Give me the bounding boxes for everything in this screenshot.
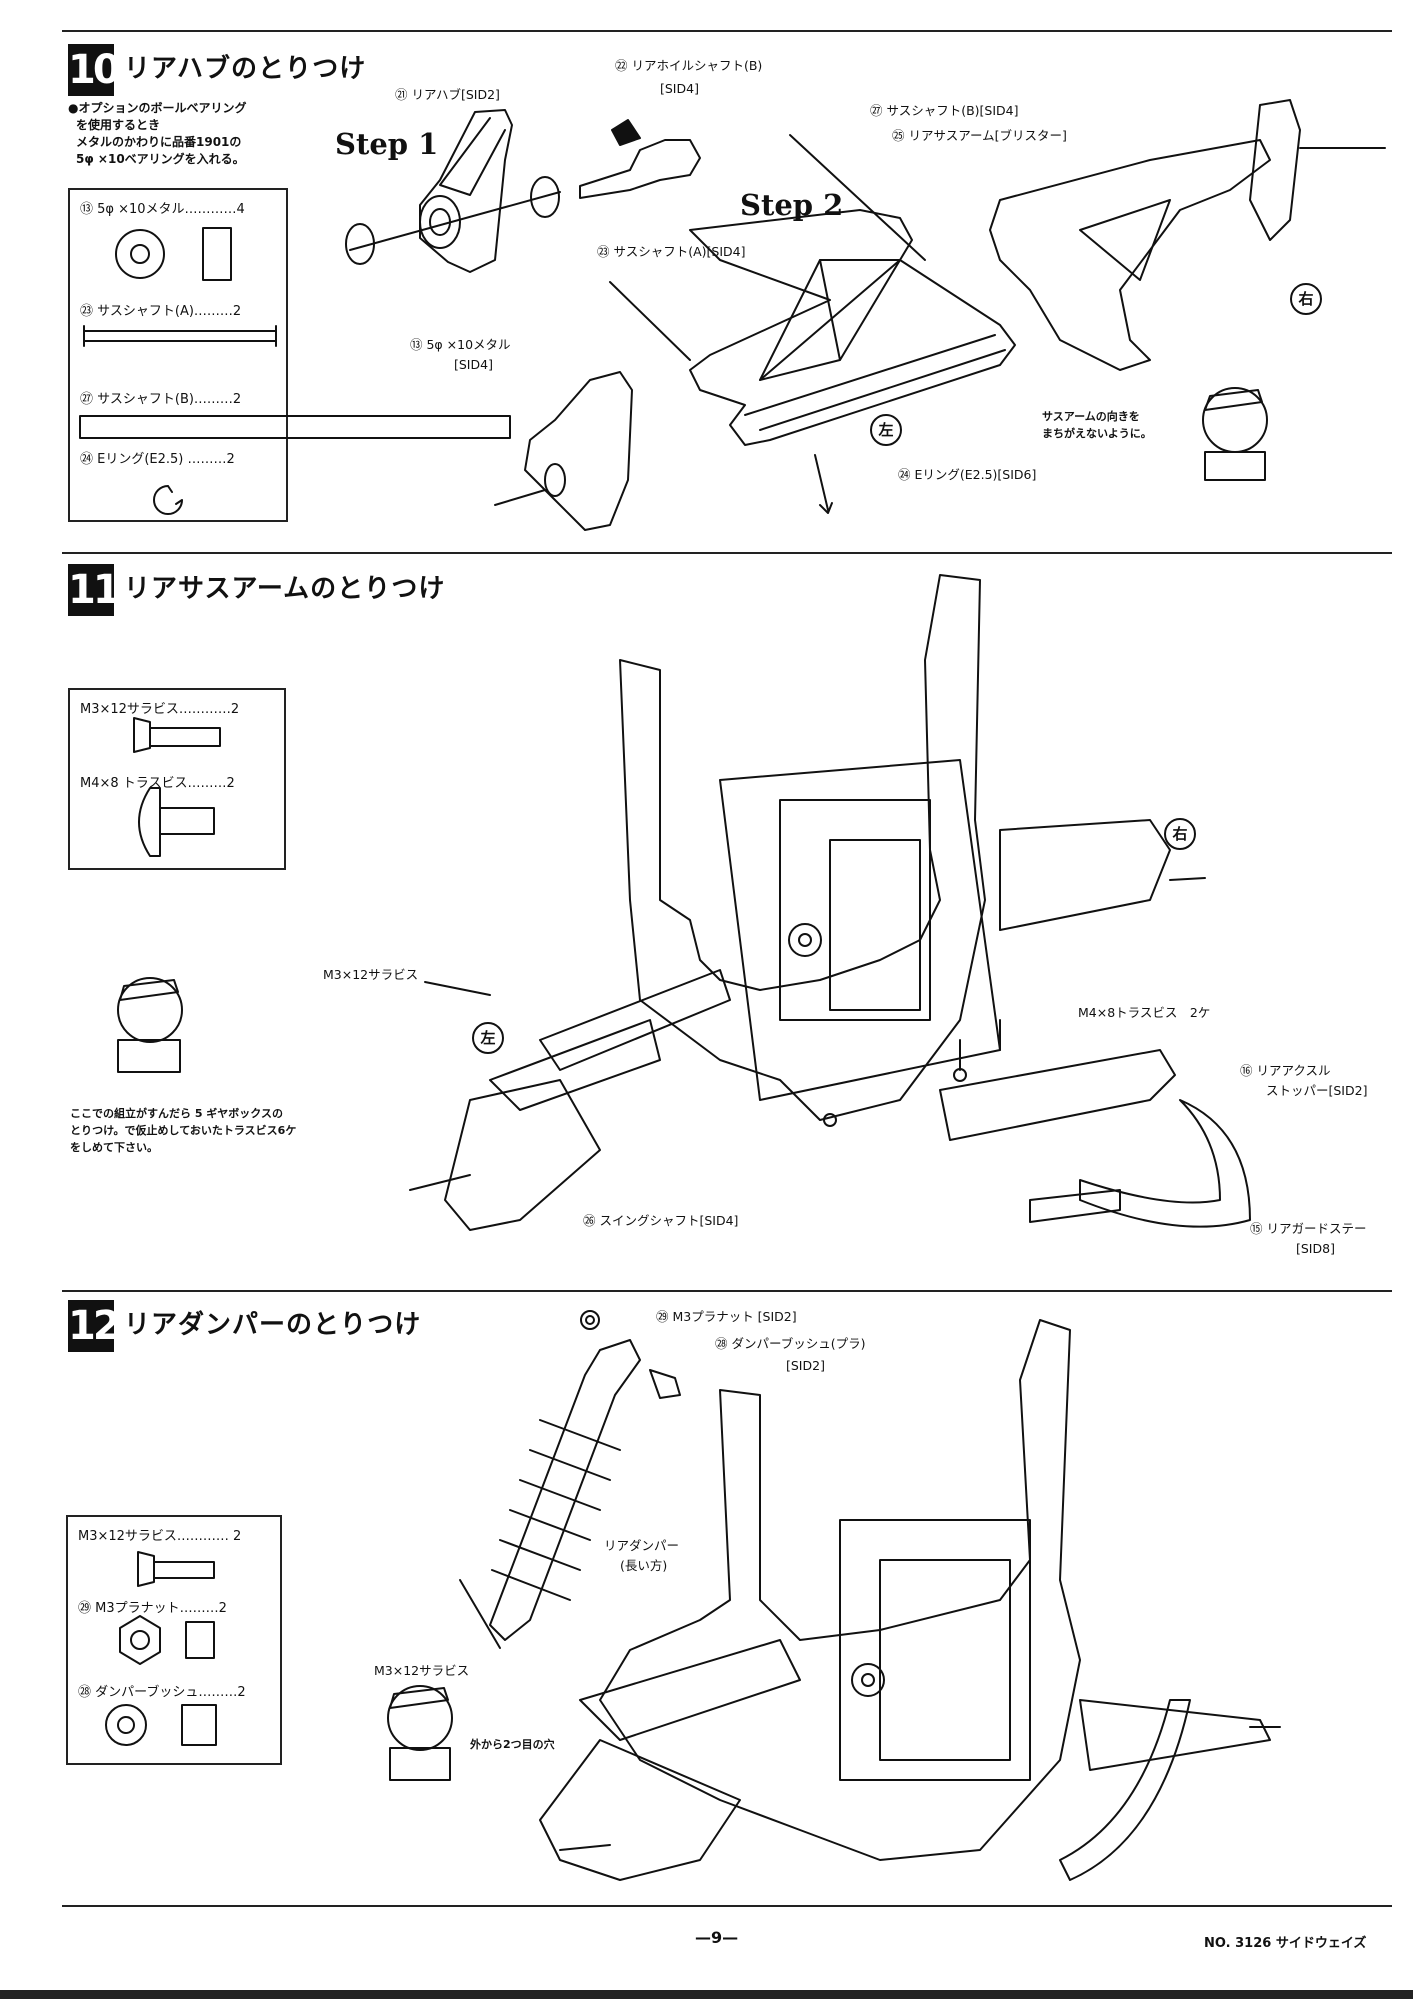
- label-left-11: 左: [472, 1022, 504, 1054]
- label-bush-2: [SID2]: [786, 1358, 825, 1373]
- sus-shaft-a-icon: [83, 325, 277, 347]
- part-e-ring: ㉔ Eリング(E2.5) ………2: [80, 452, 235, 467]
- nut-icon: [119, 1615, 215, 1665]
- label-rear-hub: ㉑ リアハブ[SID2]: [395, 87, 500, 102]
- chassis-drawing-11: [409, 574, 1251, 1231]
- label-guard-2: [SID8]: [1296, 1241, 1335, 1256]
- scan-bottom-edge: [0, 1990, 1413, 1999]
- label-sus-arm: ㉕ リアサスアーム[ブリスター]: [892, 128, 1067, 143]
- damper-drawing: [459, 1310, 681, 1649]
- flat-screw-icon: [133, 717, 221, 753]
- section-11-title: リアサスアームのとりつけ: [124, 574, 446, 604]
- part-m3-nut: ㉙ M3プラナット………2: [78, 1601, 227, 1616]
- section-11-parts-box: M3×12サラビス…………2 M4×8 トラスビス………2: [68, 688, 286, 870]
- hole-note: 外から2つ目の穴: [470, 1738, 555, 1751]
- step-2-label: Step 2: [740, 188, 844, 222]
- label-stopper-2: ストッパー[SID2]: [1266, 1083, 1368, 1098]
- rule-11-12: [62, 1290, 1392, 1292]
- part-damper-bush: ㉘ ダンパーブッシュ………2: [78, 1685, 246, 1700]
- e-ring-icon: [153, 485, 183, 515]
- flat-screw-icon-12: [137, 1551, 215, 1587]
- part-sus-shaft-b: ㉗ サスシャフト(B)………2: [80, 392, 242, 407]
- sec11-note-2: とりつけ。で仮止めしておいたトラスビス6ケ: [70, 1124, 297, 1137]
- section-12-title: リアダンパーのとりつけ: [124, 1310, 422, 1340]
- section-10-title: リアハブのとりつけ: [124, 54, 367, 84]
- chassis-drawing-12: [539, 1319, 1281, 1881]
- truss-screw-icon: [138, 787, 215, 857]
- step-1-label: Step 1: [335, 127, 439, 161]
- rear-sus-arm-drawing: [609, 134, 1016, 446]
- label-nut-12: ㉙ M3プラナット [SID2]: [656, 1309, 797, 1324]
- label-metal-2: [SID4]: [454, 357, 493, 372]
- label-wheel-shaft-2: [SID4]: [660, 81, 699, 96]
- rule-10-11: [62, 552, 1392, 554]
- option-note-line-2: を使用するとき: [76, 118, 161, 132]
- part-m3-12: M3×12サラビス…………2: [80, 702, 240, 717]
- metal-bush-icon: [115, 227, 232, 281]
- option-note-line-1: ●オプションのボールベアリング: [68, 101, 247, 115]
- section-10-parts-box: ⑬ 5φ ×10メタル…………4 ㉓ サスシャフト(A)………2 ㉗ サスシャフ…: [68, 188, 288, 522]
- label-m3-12: M3×12サラビス: [374, 1663, 470, 1678]
- part-m3-12-b: M3×12サラビス………… 2: [78, 1529, 242, 1544]
- label-m4-11: M4×8トラスビス 2ケ: [1078, 1005, 1211, 1020]
- rear-hub-drawing: [345, 109, 701, 273]
- label-right-10: 右: [1290, 283, 1322, 315]
- label-right-11: 右: [1164, 818, 1196, 850]
- model-number: NO. 3126 サイドウェイズ: [1204, 1936, 1367, 1951]
- label-swing-shaft: ㉖ スイングシャフト[SID4]: [583, 1213, 739, 1228]
- part-m4-8: M4×8 トラスビス………2: [80, 776, 235, 791]
- sus-shaft-b-icon: [79, 415, 511, 439]
- sec11-note-3: をしめて下さい。: [70, 1141, 158, 1154]
- label-left-10: 左: [870, 414, 902, 446]
- rear-hub-lower-drawing: [494, 371, 633, 531]
- label-stopper-1: ⑯ リアアクスル: [1240, 1063, 1331, 1078]
- mascot-icon-1: [1202, 387, 1268, 481]
- bottom-rule: [62, 1905, 1392, 1907]
- right-side-arm-drawing: [989, 99, 1386, 371]
- mascot-note-2: まちがえないように。: [1042, 427, 1152, 440]
- mascot-icon-3: [387, 1685, 453, 1781]
- top-rule: [62, 30, 1392, 32]
- label-damper-1: リアダンパー: [604, 1538, 680, 1553]
- section-11-number: 11: [68, 564, 121, 616]
- part-metal: ⑬ 5φ ×10メタル…………4: [80, 202, 245, 217]
- mascot-icon-2: [117, 977, 183, 1073]
- label-guard-1: ⑮ リアガードステー: [1250, 1221, 1367, 1236]
- e-ring-arrow: [814, 454, 833, 514]
- section-10-number: 10: [68, 44, 121, 96]
- damper-bush-icon: [105, 1704, 217, 1746]
- label-damper-2: (長い方): [620, 1558, 668, 1573]
- label-sus-shaft-b: ㉗ サスシャフト(B)[SID4]: [870, 103, 1019, 118]
- page-number: —9—: [695, 1928, 739, 1947]
- label-bush-1: ㉘ ダンパーブッシュ(プラ): [715, 1336, 866, 1351]
- option-note-line-4: 5φ ×10ベアリングを入れる。: [76, 152, 245, 166]
- label-wheel-shaft-1: ㉒ リアホイルシャフト(B): [615, 58, 763, 73]
- mascot-note-1: サスアームの向きを: [1042, 410, 1140, 423]
- label-m3-11: M3×12サラビス: [323, 967, 419, 982]
- option-note-line-3: メタルのかわりに品番1901の: [76, 135, 242, 149]
- section-12-number: 12: [68, 1300, 121, 1352]
- sec11-note-1: ここでの組立がすんだら 5 ギヤボックスの: [70, 1107, 283, 1120]
- section-12-parts-box: M3×12サラビス………… 2 ㉙ M3プラナット………2 ㉘ ダンパーブッシュ…: [66, 1515, 282, 1765]
- part-sus-shaft-a: ㉓ サスシャフト(A)………2: [80, 304, 242, 319]
- label-e-ring: ㉔ Eリング(E2.5)[SID6]: [898, 467, 1037, 482]
- label-metal-1: ⑬ 5φ ×10メタル: [410, 337, 511, 352]
